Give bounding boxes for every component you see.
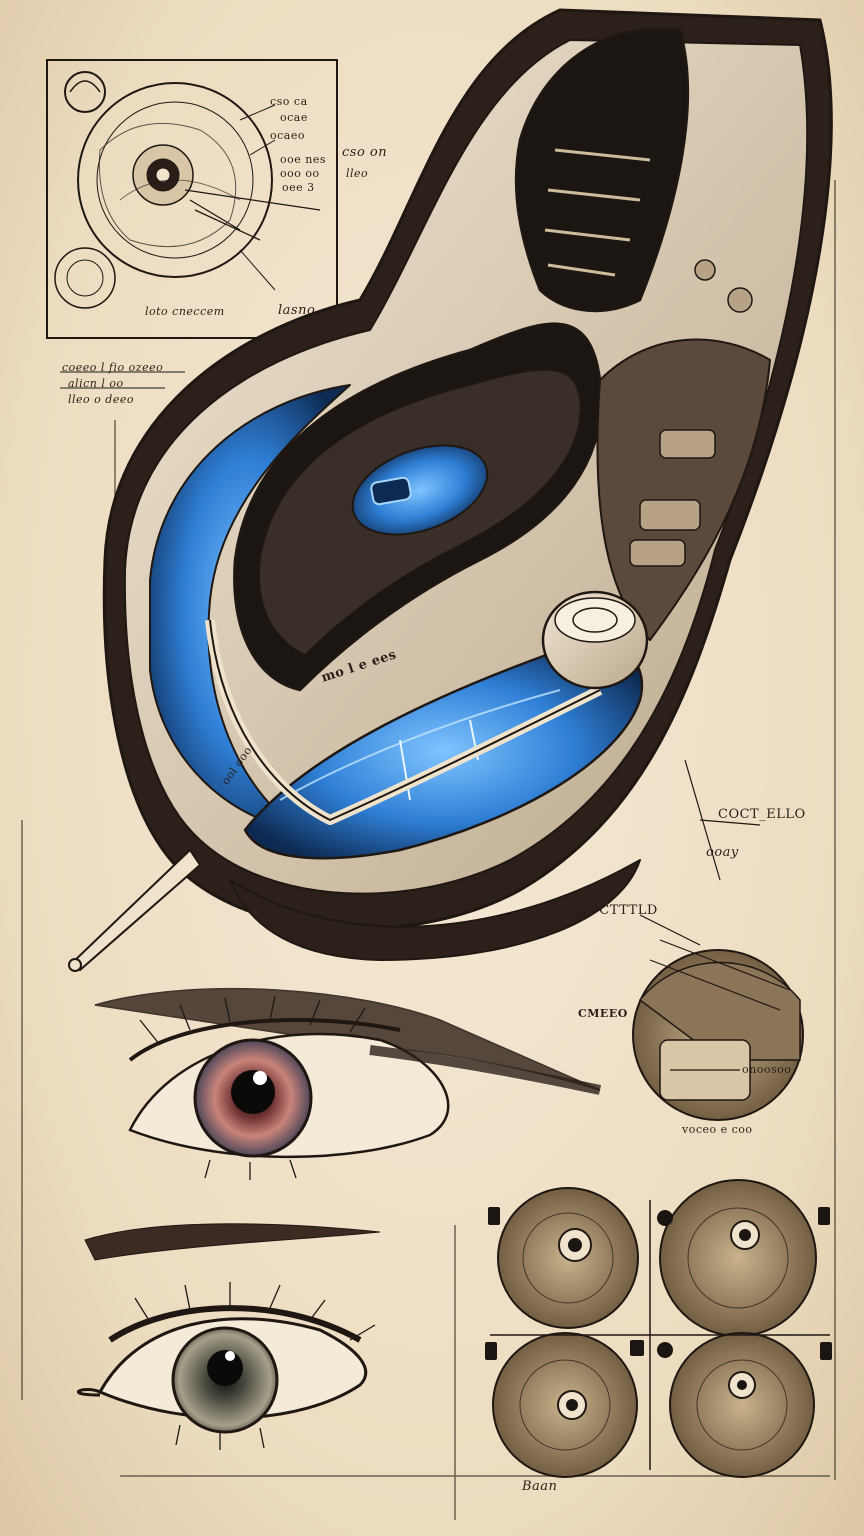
mech-detail-right (632, 939, 804, 1121)
side-label-a: cso on (342, 145, 388, 160)
pointer-prefix: oc (572, 909, 586, 922)
side-label-b: lleo (346, 167, 369, 180)
core2-label: CMEEO (578, 1007, 628, 1020)
core-label: COCT_ELLO (718, 807, 806, 822)
human-eye-sketch-2 (76, 1282, 376, 1450)
inset-label-a: cso ca (270, 95, 308, 108)
bottom-label: Baan (522, 1479, 558, 1494)
inset-caption: loto cneccem (145, 305, 225, 318)
inset-label-b: ocae (280, 111, 308, 124)
note-line-2: alicn l oo (68, 377, 124, 390)
inset-label-d: ooe nes (280, 153, 326, 166)
lens-grid (485, 1179, 832, 1478)
pointer-label: PCTTTLD (590, 903, 658, 918)
inset-diagram (46, 59, 338, 339)
human-eye-sketch (94, 987, 602, 1180)
inset-label-f: oee 3 (282, 181, 315, 194)
core3-label: onoosoo (742, 1063, 792, 1076)
note-line-1: coeeo l fio ozeeo (62, 361, 164, 374)
core4-label: voceo e coo (682, 1123, 753, 1136)
mechanical-shell (68, 8, 833, 972)
inset-label-e: ooo oo (280, 167, 320, 180)
core-sublabel: ooay (706, 845, 739, 860)
inset-label-c: ocaeo (270, 129, 305, 142)
side-label-c: lasno (278, 303, 316, 318)
note-line-3: lleo o deeo (68, 393, 134, 406)
